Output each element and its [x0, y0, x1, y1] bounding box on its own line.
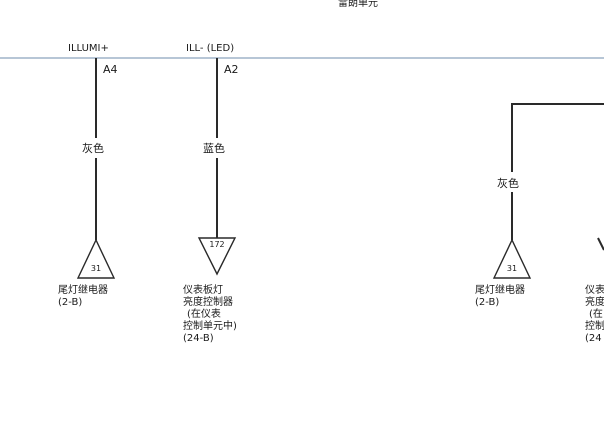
connector-4-label-line-1: 仪表 [585, 283, 604, 296]
connector-2-label-line-3: (在仪表 [187, 307, 221, 320]
connector-2-label-line-5: (24-B) [183, 333, 214, 344]
connector-3-number: 31 [507, 264, 517, 273]
connector-3-triangle [492, 238, 532, 279]
connector-3-label-line-1: 尾灯继电器 [475, 283, 525, 296]
bus-label-illumi: ILLUMI+ [68, 43, 109, 54]
connector-2-label-line-4: 控制单元中) [183, 319, 237, 332]
connector-1-label-line-1: 尾灯继电器 [58, 283, 108, 296]
wire-1-color-label: 灰色 [82, 141, 104, 155]
connector-2-triangle [197, 237, 237, 276]
wire-3-color-label: 灰色 [497, 176, 519, 190]
bus-label-ill-led: ILL- (LED) [186, 43, 234, 54]
connector-4-label-line-4: 控制 [585, 319, 604, 332]
pin-label-a2: A2 [224, 63, 239, 76]
connector-4-label-line-3: (在 [589, 308, 603, 320]
connector-1-number: 31 [91, 264, 101, 273]
connector-1-triangle [76, 238, 116, 279]
connector-4-label-line-2: 亮度 [585, 295, 604, 308]
pin-label-a4: A4 [103, 63, 118, 76]
connector-3-label-line-2: (2-B) [475, 297, 499, 308]
connector-1-label-line-2: (2-B) [58, 297, 82, 308]
connector-4-triangle-edge [597, 237, 604, 251]
connector-2-label-line-1: 仪表板灯 [183, 283, 223, 296]
connector-4-label-line-5: (24 [585, 333, 602, 344]
wire-3-upper [511, 103, 604, 172]
connector-2-number: 172 [209, 240, 224, 249]
header-title: 雷朗单元 [338, 0, 378, 9]
wire-2-color-label: 蓝色 [203, 141, 225, 155]
connector-2-label-line-2: 亮度控制器 [183, 295, 233, 308]
